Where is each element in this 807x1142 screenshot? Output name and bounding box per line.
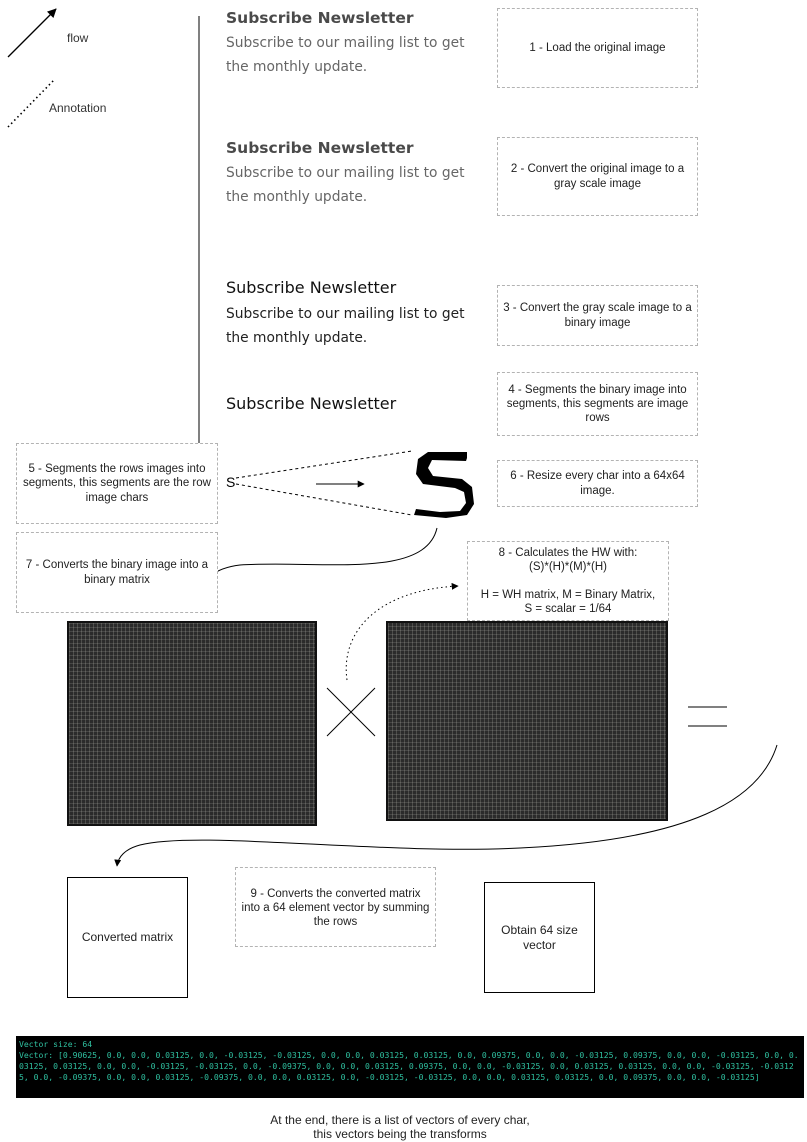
step-4-text: 4 - Segments the binary image into segme…	[506, 383, 689, 424]
converted-matrix-label: Converted matrix	[81, 930, 174, 945]
step-8-line4: S = scalar = 1/64	[524, 603, 612, 616]
newsletter-title: Subscribe Newsletter	[226, 278, 397, 297]
vector-label: Obtain 64 size vector	[501, 923, 578, 952]
step-5-box: 5 - Segments the rows images into segmen…	[16, 443, 218, 524]
step-1-box: 1 - Load the original image	[497, 8, 698, 88]
footer-line-1: At the end, there is a list of vectors o…	[270, 1113, 530, 1127]
legend-flow-arrow	[7, 8, 57, 58]
to-converted-arrow	[114, 744, 778, 867]
grayscale-image-sample: Subscribe Newsletter Subscribe to our ma…	[226, 138, 486, 209]
step-6-text: 6 - Resize every char into a 64x64 image…	[510, 470, 685, 497]
newsletter-description: Subscribe to our mailing list to get the…	[226, 35, 465, 76]
wh-matrix-image	[386, 621, 668, 821]
binary-matrix-image	[67, 621, 317, 826]
step-8-line2: (S)*(H)*(M)*(H)	[529, 560, 607, 573]
step-9-box: 9 - Converts the converted matrix into a…	[235, 867, 436, 947]
step-6-box: 6 - Resize every char into a 64x64 image…	[497, 460, 698, 507]
step-3-text: 3 - Convert the gray scale image to a bi…	[503, 302, 692, 329]
newsletter-title: Subscribe Newsletter	[226, 394, 397, 413]
original-image-sample: Subscribe Newsletter Subscribe to our ma…	[226, 8, 486, 79]
row-image-sample: Subscribe Newsletter	[226, 394, 486, 415]
newsletter-description: Subscribe to our mailing list to get the…	[226, 305, 465, 346]
step-4-box: 4 - Segments the binary image into segme…	[497, 372, 698, 436]
newsletter-title: Subscribe Newsletter	[226, 139, 414, 157]
step-9-text: 9 - Converts the converted matrix into a…	[241, 888, 430, 929]
binary-image-sample: Subscribe Newsletter Subscribe to our ma…	[226, 278, 486, 350]
vector-console-output: Vector size: 64 Vector: [0.90625, 0.0, 0…	[16, 1036, 804, 1098]
footer-note: At the end, there is a list of vectors o…	[240, 1113, 560, 1142]
to-matrix-arrow	[195, 527, 438, 598]
step-7-text: 7 - Converts the binary image into a bin…	[25, 559, 209, 586]
big-char-s	[414, 452, 474, 518]
step-7-box: 7 - Converts the binary image into a bin…	[16, 532, 218, 613]
newsletter-description: Subscribe to our mailing list to get the…	[226, 165, 465, 206]
vector-box: Obtain 64 size vector	[484, 882, 595, 993]
newsletter-title: Subscribe Newsletter	[226, 9, 414, 27]
footer-line-2: this vectors being the transforms	[313, 1126, 487, 1141]
small-char-s: S	[226, 474, 236, 490]
console-vector-line: Vector: [0.90625, 0.0, 0.0, 0.03125, 0.0…	[19, 1050, 799, 1082]
console-size-line: Vector size: 64	[19, 1039, 93, 1049]
legend-flow-label: flow	[67, 31, 89, 45]
step-2-text: 2 - Convert the original image to a gray…	[510, 163, 685, 190]
step-1-text: 1 - Load the original image	[529, 41, 666, 54]
step-8-line1: 8 - Calculates the HW with:	[498, 546, 638, 559]
step-2-box: 2 - Convert the original image to a gray…	[497, 137, 698, 216]
step-8-box: 8 - Calculates the HW with: (S)*(H)*(M)*…	[467, 541, 669, 621]
step-3-box: 3 - Convert the gray scale image to a bi…	[497, 285, 698, 346]
legend-annotation-label: Annotation	[49, 101, 107, 115]
step-8-line3: H = WH matrix, M = Binary Matrix,	[480, 589, 656, 601]
converted-matrix-box: Converted matrix	[67, 877, 188, 998]
legend-annotation-line	[7, 79, 55, 128]
step-5-text: 5 - Segments the rows images into segmen…	[23, 463, 211, 504]
